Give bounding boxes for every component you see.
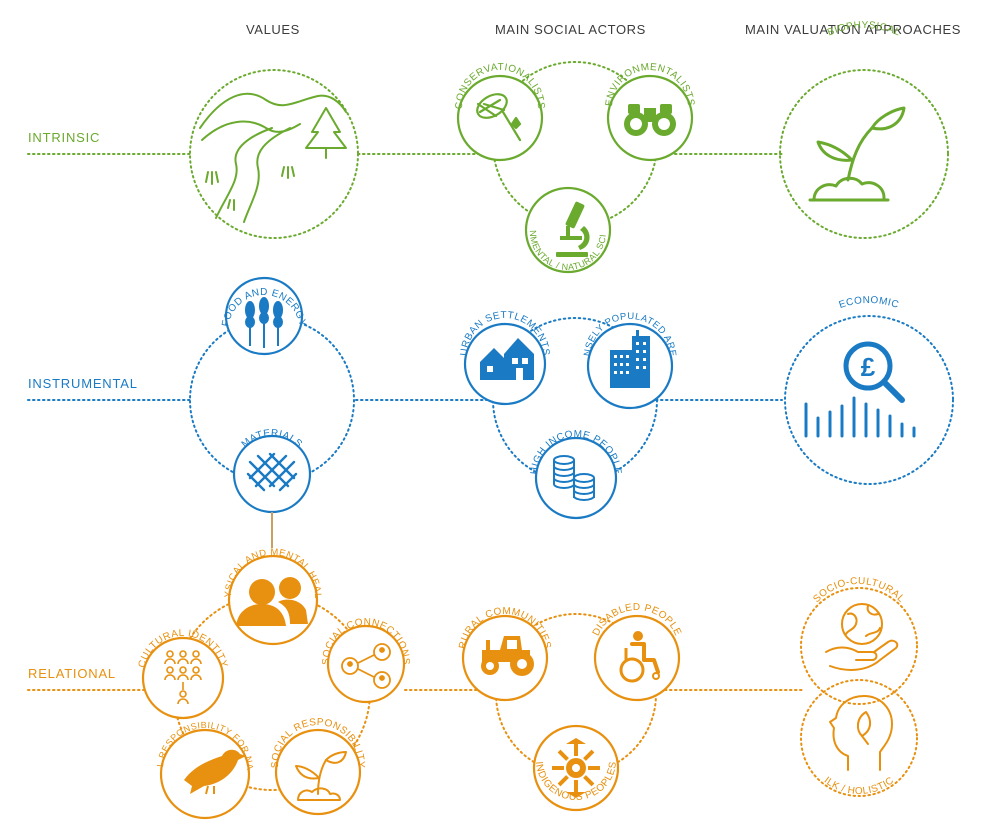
wheat-icon [245,297,283,348]
tractor-icon [481,636,534,676]
row-label-relational: RELATIONAL [28,666,116,681]
butterfly-net-icon [476,93,522,142]
people-heads-icon [236,577,308,626]
conservationists-circle [456,74,544,162]
row-label-instrumental: INSTRUMENTAL [28,376,138,391]
pound-symbol: £ [861,352,876,382]
curved-labels: CONSERVATIONALISTS ENVIRONMENTALISTS ENV… [0,0,906,803]
header-values: VALUES [246,22,300,37]
network-people-icon [341,643,391,689]
houses-icon [480,338,534,380]
skyscrapers-icon [610,330,650,388]
row-label-intrinsic: INTRINSIC [28,130,101,145]
microscope-icon [556,201,590,257]
intrinsic-row [27,61,949,274]
header-approaches: MAIN VALUATION APPROACHES [745,22,962,37]
coin-stacks-icon [553,455,595,501]
header-actors: MAIN SOCIAL ACTORS [495,22,646,37]
relational-row [27,554,918,820]
magnifier-pound-icon [843,341,905,403]
wheelchair-icon [619,631,660,683]
bird-icon [184,749,246,795]
woven-fabric-icon [246,452,298,492]
seedling-icon [808,106,906,202]
label-economic: ECONOMIC [838,295,901,311]
intrinsic-value-circle [189,69,359,239]
social-responsibility-circle [274,728,362,816]
ilk-holistic-circle [800,679,918,797]
landscape-icon [199,92,347,223]
label-ilk-holistic: ILK / HOLISTIC [822,775,896,797]
bar-lines-icon [804,396,916,438]
head-leaf-icon [829,695,893,771]
disabled-people-circle [593,614,681,702]
community-people-icon [164,650,202,705]
sun-pattern-icon [552,738,600,798]
label-socio-cultural: SOCIO-CULTURAL [811,576,906,605]
sprout-icon [295,751,347,801]
label-densely-populated: DENSELY POPULATED AREAS [0,0,678,357]
globe-hand-icon [825,603,899,671]
socio-cultural-circle [800,587,918,705]
binoculars-icon [624,104,676,136]
economic-circle [784,315,954,485]
cultural-identity-circle [141,636,225,720]
label-biophysical: BIOPHYSICAL [826,20,902,39]
biophysical-circle [779,69,949,239]
instrumental-row: £ [27,276,954,548]
